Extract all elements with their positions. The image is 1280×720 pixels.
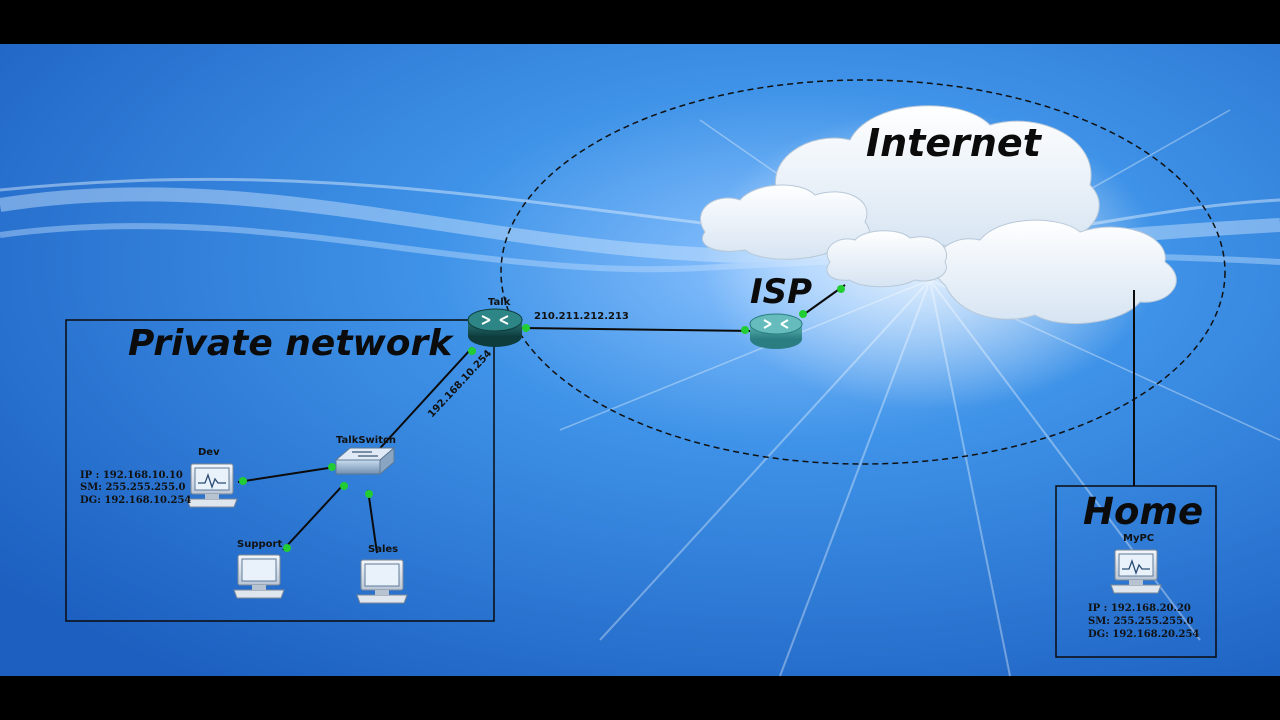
switch-icon[interactable] xyxy=(334,446,396,476)
wan-link xyxy=(521,327,756,332)
dev-label: Dev xyxy=(198,447,220,458)
dev-pc-icon[interactable] xyxy=(186,463,238,508)
private-network-label: Private network xyxy=(128,323,454,364)
link-dot xyxy=(365,490,373,498)
link-dot xyxy=(799,310,807,318)
isp-label: ISP xyxy=(750,272,812,312)
sales-label: Sales xyxy=(368,544,398,555)
support-link xyxy=(282,483,345,551)
mypc-subnet-mask: SM: 255.255.255.0 xyxy=(1088,616,1194,627)
dev-subnet-mask: SM: 255.255.255.0 xyxy=(80,482,186,493)
link-dot xyxy=(837,285,845,293)
wan-ip-label: 210.211.212.213 xyxy=(534,311,629,322)
switch-label: TalkSwitch xyxy=(336,435,396,446)
link-dot xyxy=(522,324,530,332)
sales-link xyxy=(367,489,378,554)
router-label: Talk xyxy=(488,297,511,308)
mypc-icon[interactable] xyxy=(1110,549,1162,594)
dev-default-gateway: DG: 192.168.10.254 xyxy=(80,495,191,506)
dev-ip: IP : 192.168.10.10 xyxy=(80,470,183,481)
link-dot xyxy=(741,326,749,334)
link-dot xyxy=(340,482,348,490)
internet-boundary xyxy=(500,79,1226,465)
mypc-ip: IP : 192.168.20.20 xyxy=(1088,603,1191,614)
lan-uplink xyxy=(371,349,471,458)
sales-pc-icon[interactable] xyxy=(356,559,408,604)
link-dot xyxy=(239,477,247,485)
router-icon[interactable] xyxy=(467,308,523,347)
home-label: Home xyxy=(1083,490,1203,533)
network-links xyxy=(237,284,1135,554)
support-label: Support xyxy=(237,539,282,550)
isp-router-icon[interactable] xyxy=(749,313,803,349)
home-box xyxy=(1055,485,1217,658)
link-dot xyxy=(283,544,291,552)
support-pc-icon[interactable] xyxy=(233,554,285,599)
cloud-icon xyxy=(699,105,1177,325)
internet-label: Internet xyxy=(866,121,1043,165)
link-dot xyxy=(328,463,336,471)
mypc-label: MyPC xyxy=(1123,533,1154,544)
mypc-default-gateway: DG: 192.168.20.254 xyxy=(1088,629,1199,640)
dev-link xyxy=(237,466,336,483)
private-network-box xyxy=(65,319,495,622)
link-dot xyxy=(468,347,476,355)
